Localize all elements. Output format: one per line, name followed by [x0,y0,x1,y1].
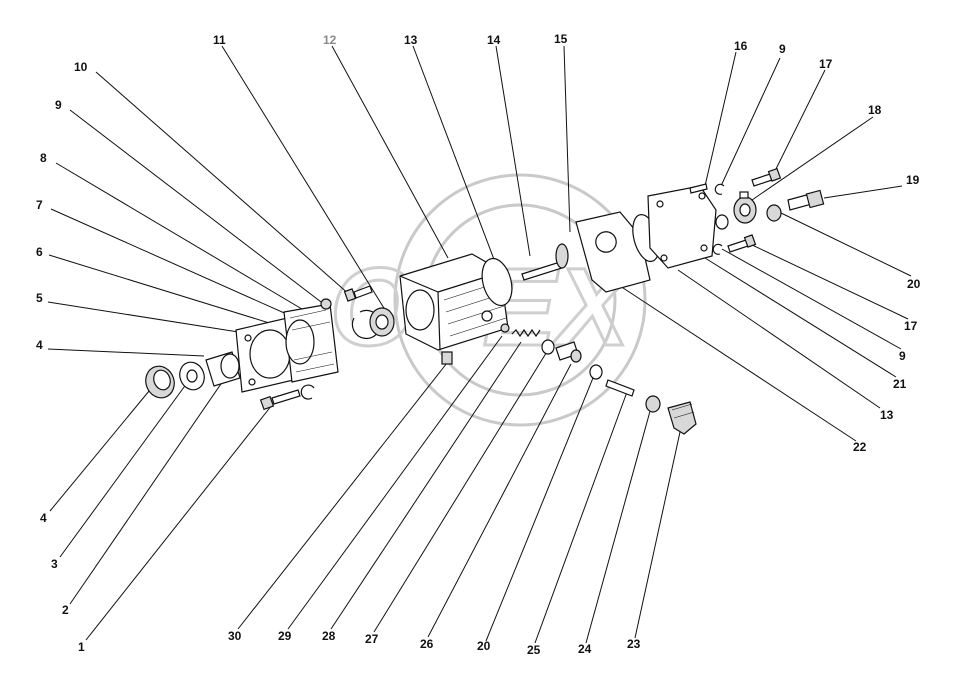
label-10: 10 [74,60,88,74]
label-30: 30 [228,629,242,643]
part-24-nut [645,395,661,413]
part-10-screw [343,285,373,302]
label-20-right: 20 [907,277,921,291]
part-25-stud [605,379,635,397]
label-13-top: 13 [404,33,418,47]
parts [145,167,825,435]
label-20-bottom: 20 [477,639,491,653]
part-28-spring [511,328,541,338]
part-4-hub [205,351,241,387]
label-28: 28 [322,629,336,643]
part-23-cap [667,401,697,435]
part-5-flange [235,315,303,393]
label-1: 1 [78,640,85,654]
part-20-nut-top [766,204,782,222]
part-18-gear [733,191,757,224]
label-5: 5 [36,291,43,305]
part-17-bolt-top [751,167,782,187]
label-17-top: 17 [819,57,833,71]
part-22-plate [575,211,651,293]
part-20-washer [589,364,603,380]
label-8: 8 [40,151,47,165]
label-11: 11 [213,33,226,47]
label-26: 26 [420,637,434,651]
label-15: 15 [554,32,568,46]
part-27-washer [541,339,555,355]
label-13-right: 13 [880,408,894,422]
label-3: 3 [51,557,58,571]
part-3-washer [179,361,205,391]
leader-lines [47,45,912,644]
part-29-ball [500,323,510,333]
label-18: 18 [868,103,882,117]
part-14-shaft [521,243,569,281]
label-22: 22 [853,440,867,454]
label-29: 29 [278,629,292,643]
part-9-clip-low [712,243,723,255]
label-17-right: 17 [904,319,918,333]
label-9-top-right: 9 [779,42,786,56]
part-2-bolt [259,389,301,411]
label-23: 23 [627,637,641,651]
label-4-left: 4 [36,338,43,352]
label-9-left: 9 [55,98,62,112]
part-1-ring [300,384,315,400]
part-13-oring-left [481,257,513,307]
label-7: 7 [36,198,43,212]
part-19-bolt [787,189,825,211]
part-17-bolt-low [727,234,757,253]
label-2: 2 [62,603,69,617]
part-9-clip-top [714,183,725,195]
label-25: 25 [527,643,541,657]
label-4-bottom: 4 [40,511,47,525]
part-21-endcover [647,185,717,269]
part-26-valve [555,341,582,363]
label-14: 14 [487,33,501,47]
label-16: 16 [734,39,748,53]
label-6: 6 [36,245,43,259]
label-27: 27 [365,632,379,646]
part-30-plug [441,351,453,365]
label-21: 21 [893,377,907,391]
part-9-washer-left [320,298,332,310]
part-labels: 11 12 13 14 15 16 9 17 18 19 20 17 9 21 … [36,32,921,657]
label-19: 19 [906,173,920,187]
label-9-right: 9 [899,349,906,363]
label-24: 24 [578,642,592,656]
part-17-washer [715,214,729,230]
label-12: 12 [323,33,337,47]
part-11-bearing [351,307,395,339]
part-16-pin [689,183,708,194]
part-6-cover [283,303,339,383]
part-4-nut [145,365,175,399]
